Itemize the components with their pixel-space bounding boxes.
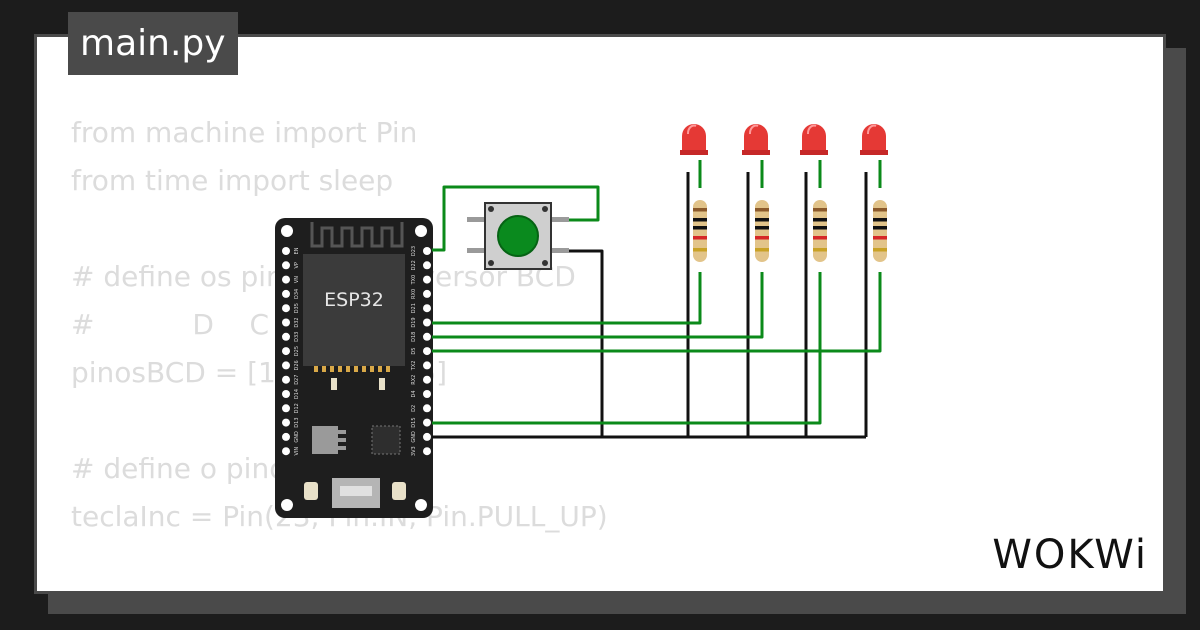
pin-hole[interactable] xyxy=(423,432,431,441)
pin-label: D2 xyxy=(411,405,417,412)
wires xyxy=(432,160,882,439)
resistor-4[interactable] xyxy=(873,200,887,262)
pin-label: TX0 xyxy=(411,275,417,286)
pin-hole[interactable] xyxy=(282,418,290,427)
pin-label: GND xyxy=(294,431,300,443)
pin-label: D25 xyxy=(294,346,300,356)
pin-hole[interactable] xyxy=(423,247,431,255)
pin-hole[interactable] xyxy=(423,447,431,456)
pin-label: RX0 xyxy=(411,289,417,299)
code-line: from time import sleep xyxy=(71,164,394,197)
led-4[interactable] xyxy=(860,124,888,155)
pin-label: D13 xyxy=(294,417,300,427)
preview-card: from machine import Pin from time import … xyxy=(34,34,1166,594)
pin-label: D33 xyxy=(294,332,300,342)
pin-label: VIN xyxy=(294,447,300,456)
pin-hole[interactable] xyxy=(282,447,290,456)
voltage-regulator xyxy=(312,426,338,454)
pin-hole[interactable] xyxy=(282,361,290,370)
pin-label: RX2 xyxy=(411,375,417,385)
esp32-chip xyxy=(303,254,405,366)
pin-hole[interactable] xyxy=(282,432,290,441)
wire-led1-signal xyxy=(432,272,702,325)
pin-hole[interactable] xyxy=(282,261,290,270)
pin-label: VN xyxy=(294,276,300,283)
pin-label: 3V3 xyxy=(411,446,417,456)
pin-label: D5 xyxy=(411,348,417,355)
pin-hole[interactable] xyxy=(423,289,431,298)
pin-label: D15 xyxy=(411,417,417,427)
pin-label: D12 xyxy=(294,403,300,413)
pin-hole[interactable] xyxy=(282,332,290,341)
pin-hole[interactable] xyxy=(282,304,290,313)
pin-hole[interactable] xyxy=(423,318,431,327)
code-line: from machine import Pin xyxy=(71,116,418,149)
wire-button-signal xyxy=(432,185,600,252)
pin-hole[interactable] xyxy=(423,261,431,270)
led-3[interactable] xyxy=(800,124,828,155)
pin-hole[interactable] xyxy=(423,390,431,398)
usb-chip xyxy=(371,425,401,455)
wire-button-ground xyxy=(567,249,604,437)
pin-hole[interactable] xyxy=(423,404,431,413)
file-tab[interactable]: main.py xyxy=(68,12,238,75)
pin-label: D35 xyxy=(294,303,300,313)
pin-label: VP xyxy=(294,262,300,268)
resistor-2[interactable] xyxy=(755,200,769,262)
button-cap[interactable] xyxy=(497,215,539,257)
led-2[interactable] xyxy=(742,124,770,155)
led-1[interactable] xyxy=(680,124,708,155)
pin-label: EN xyxy=(294,247,300,254)
pin-hole[interactable] xyxy=(282,247,290,255)
pin-label: D26 xyxy=(294,360,300,370)
pin-label: D14 xyxy=(294,389,300,399)
pin-label: D21 xyxy=(411,303,417,313)
pin-hole[interactable] xyxy=(282,390,290,398)
pin-hole[interactable] xyxy=(423,275,431,284)
pin-label: D19 xyxy=(411,317,417,327)
pin-hole[interactable] xyxy=(282,318,290,327)
pin-hole[interactable] xyxy=(282,289,290,298)
pin-label: TX2 xyxy=(411,361,417,372)
reset-button[interactable] xyxy=(392,482,406,500)
pin-label: D23 xyxy=(411,246,417,256)
pin-label: GND xyxy=(411,431,417,443)
pin-label: D27 xyxy=(294,375,300,385)
resistor-1[interactable] xyxy=(693,200,707,262)
pin-label: D34 xyxy=(294,289,300,299)
wokwi-logo: WOKWi xyxy=(992,532,1148,578)
boot-button[interactable] xyxy=(304,482,318,500)
pin-label: D4 xyxy=(411,390,417,397)
pin-hole[interactable] xyxy=(423,375,431,384)
pin-hole[interactable] xyxy=(282,275,290,284)
pin-hole[interactable] xyxy=(423,347,431,356)
pin-label: D32 xyxy=(294,317,300,327)
pin-hole[interactable] xyxy=(282,347,290,356)
pin-hole[interactable] xyxy=(423,361,431,370)
pin-hole[interactable] xyxy=(423,418,431,427)
pin-hole[interactable] xyxy=(423,304,431,313)
wire-led2-signal xyxy=(432,272,764,339)
pin-hole[interactable] xyxy=(282,404,290,413)
resistor-3[interactable] xyxy=(813,200,827,262)
wire-led3-signal xyxy=(432,272,822,425)
pin-hole[interactable] xyxy=(423,332,431,341)
pin-label: D22 xyxy=(411,260,417,270)
pushbutton[interactable] xyxy=(467,202,569,270)
pin-label: D18 xyxy=(411,332,417,342)
pin-hole[interactable] xyxy=(282,375,290,384)
esp32-board[interactable]: ESP32 ENVPVND34D35D32D33D25D26D27D14D12D… xyxy=(275,218,433,518)
wire-led4-signal xyxy=(432,272,882,353)
board-label: ESP32 xyxy=(324,289,384,311)
